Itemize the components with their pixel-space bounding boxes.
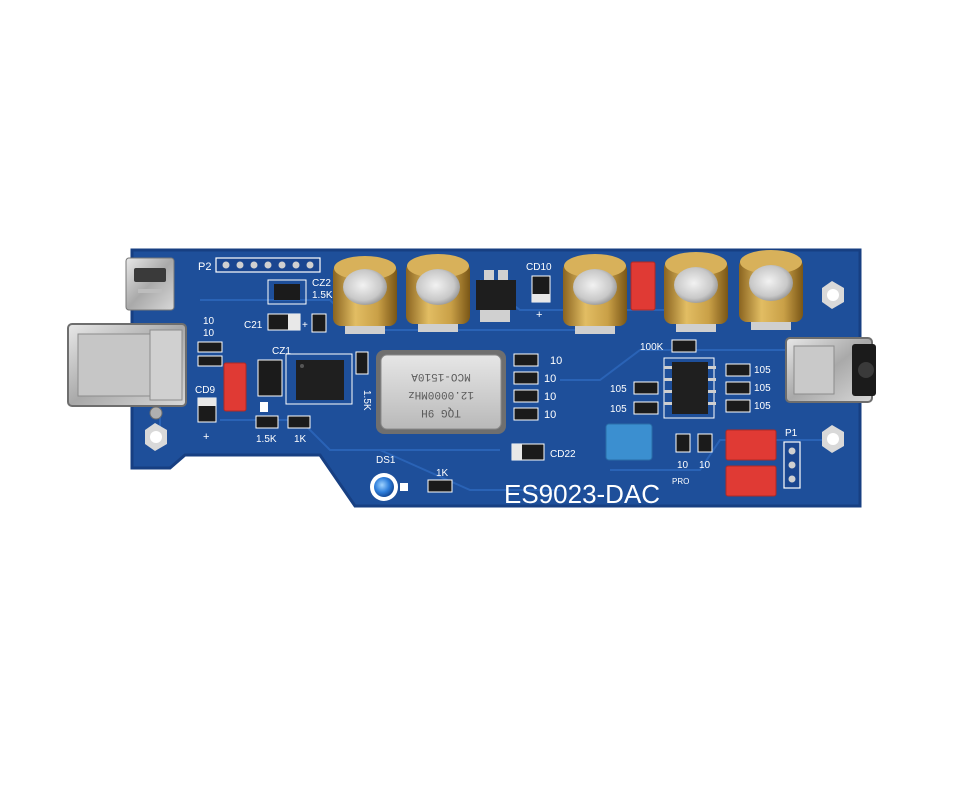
header-p1 (783, 441, 801, 489)
crystal-marking-line3: MCO-1510A (411, 370, 471, 382)
electrolytic-capacitors (333, 250, 803, 334)
audio-jack-3-5mm (785, 337, 876, 403)
electrolytic-capacitor-1 (333, 256, 397, 334)
electrolytic-capacitor-5 (739, 250, 803, 330)
capacitor-column-105-right (725, 363, 751, 413)
label-1-5k-bottom: 1.5K (256, 434, 277, 445)
label-1k-led: 1K (436, 468, 449, 479)
label-10-center-2: 10 (544, 373, 556, 385)
label-cd9: CD9 (195, 385, 215, 396)
crystal-marking-line2: 12.0000MHz (408, 388, 474, 400)
usb-receiver-chip (285, 353, 353, 405)
label-cd22: CD22 (550, 449, 576, 460)
electrolytic-capacitor-3 (563, 254, 627, 334)
capacitor-pair-105-left (633, 381, 659, 415)
label-10-under-1: 10 (677, 460, 689, 471)
label-10-left-bottom: 10 (203, 328, 215, 339)
header-p2 (215, 257, 321, 273)
electrolytic-capacitor-4 (664, 252, 728, 332)
capacitor-cd10 (531, 275, 551, 303)
label-100k: 100K (640, 342, 664, 353)
film-capacitor-red-right-top (725, 429, 777, 461)
mounting-holes (145, 281, 844, 453)
label-10-under-2: 10 (699, 460, 711, 471)
label-plus-c21: + (302, 320, 308, 331)
mounting-hole-bottom-left (145, 423, 167, 451)
resistor-pair-left (197, 341, 223, 367)
capacitor-c21 (267, 313, 301, 331)
mounting-hole-top-right (822, 281, 844, 309)
label-cd10: CD10 (526, 262, 552, 273)
label-105-left-2: 105 (610, 404, 627, 415)
capacitor-cd9 (197, 397, 217, 423)
label-1-5k-top: 1.5K (312, 290, 333, 301)
voltage-regulator (476, 270, 516, 322)
resistor-near-c21 (311, 313, 327, 333)
resistor-led (427, 479, 453, 493)
label-10-center-1: 10 (550, 355, 562, 367)
label-10-center-4: 10 (544, 409, 556, 421)
label-105-right-3: 105 (754, 401, 771, 412)
label-plus-cd10: + (536, 309, 542, 321)
mounting-hole-bottom-right (822, 425, 844, 453)
crystal-oscillator (376, 350, 506, 434)
label-cz1: CZ1 (272, 346, 291, 357)
usb-b-connector (67, 323, 187, 420)
label-10-left-top: 10 (203, 316, 215, 327)
label-p1: P1 (785, 428, 798, 439)
label-105-right-1: 105 (754, 365, 771, 376)
board-title-suffix: PRO (672, 477, 689, 486)
label-plus-cd9: + (203, 431, 209, 443)
label-105-right-2: 105 (754, 383, 771, 394)
crystal-marking-line1: TQG 9H (421, 406, 461, 418)
label-1-5k-vertical: 1.5K (361, 390, 372, 411)
led-ds1 (370, 473, 408, 501)
label-1k-bottom: 1K (294, 434, 307, 445)
label-p2: P2 (198, 261, 211, 273)
resistor-1-5k-vertical (355, 351, 369, 375)
op-amp-ic (663, 357, 716, 419)
board-title: ES9023-DAC (504, 479, 660, 509)
film-capacitor-red-right-bottom (725, 465, 777, 497)
micro-usb-connector (125, 257, 175, 311)
resistor-pair-under-opamp (675, 433, 713, 453)
capacitor-cd22 (511, 443, 545, 461)
film-capacitor-red-top (630, 261, 656, 311)
regulator-cz1 (257, 359, 283, 397)
label-c21: C21 (244, 320, 263, 331)
resistor-column-center (513, 353, 539, 421)
electrolytic-capacitor-2 (406, 254, 470, 332)
resistor-100k (671, 339, 697, 353)
label-105-left-1: 105 (610, 384, 627, 395)
sot-component (267, 279, 307, 305)
film-capacitor-red-left (223, 362, 247, 412)
label-10-center-3: 10 (544, 391, 556, 403)
film-capacitor-blue (605, 423, 653, 461)
label-cz2: CZ2 (312, 278, 331, 289)
label-ds1: DS1 (376, 455, 396, 466)
resistor-row-bottom-left (255, 402, 311, 429)
